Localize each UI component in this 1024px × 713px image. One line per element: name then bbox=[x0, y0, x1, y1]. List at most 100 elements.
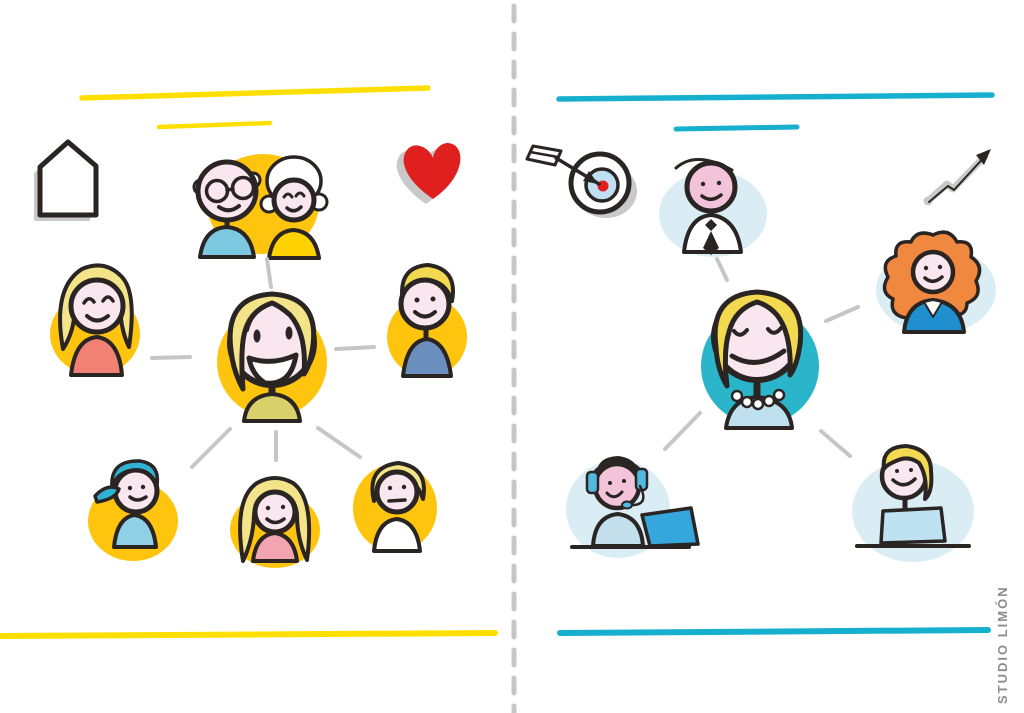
hair bbox=[712, 289, 804, 389]
eye bbox=[253, 329, 261, 343]
mouth bbox=[413, 310, 437, 319]
grandma-mouth bbox=[285, 205, 303, 213]
pearl bbox=[730, 389, 744, 403]
grandpa-glasses-icon bbox=[204, 175, 256, 204]
connector bbox=[265, 257, 273, 289]
headset-mic-arm bbox=[628, 484, 645, 507]
laptop-icon bbox=[640, 506, 700, 548]
pearl bbox=[762, 394, 776, 408]
grandparents-icon bbox=[192, 154, 329, 260]
mouth bbox=[387, 498, 407, 503]
grandma-face bbox=[271, 177, 317, 223]
body bbox=[251, 531, 299, 563]
boy-cap-avatar bbox=[88, 459, 178, 561]
right-bottom-rule bbox=[557, 627, 991, 636]
body bbox=[69, 335, 124, 377]
headset-mic bbox=[621, 500, 633, 510]
eye bbox=[285, 326, 293, 340]
mouth bbox=[605, 490, 624, 499]
face bbox=[398, 277, 452, 331]
right-title-underlines bbox=[556, 92, 995, 132]
laptop-worker-avatar bbox=[852, 444, 974, 562]
right-underline-long bbox=[556, 92, 995, 102]
cap bbox=[110, 459, 160, 489]
eye bbox=[909, 468, 913, 472]
eyes bbox=[732, 326, 783, 337]
pearl bbox=[740, 395, 754, 409]
watermark-text: STUDIO LIMÓN bbox=[995, 585, 1010, 704]
face bbox=[252, 489, 298, 535]
man-tie-avatar bbox=[659, 158, 767, 257]
arrow-head bbox=[583, 171, 598, 184]
mouth bbox=[729, 348, 787, 365]
right-panel bbox=[525, 92, 996, 636]
heart-icon bbox=[396, 143, 461, 204]
mouth bbox=[85, 314, 110, 323]
grandpa-body bbox=[198, 225, 256, 259]
headset-earmuff bbox=[585, 470, 600, 495]
connector bbox=[715, 257, 729, 282]
mother-avatar bbox=[217, 291, 327, 423]
hair bbox=[674, 158, 734, 172]
mouth bbox=[265, 517, 286, 525]
body bbox=[591, 512, 645, 548]
eye bbox=[622, 479, 626, 483]
eye bbox=[895, 469, 899, 473]
boy-blue-shirt-avatar bbox=[387, 263, 467, 378]
right-underline-short bbox=[673, 124, 800, 132]
body bbox=[242, 392, 302, 423]
grandma-body bbox=[267, 228, 321, 260]
eye bbox=[401, 484, 407, 490]
body bbox=[401, 337, 453, 378]
face bbox=[374, 469, 420, 515]
girl-avatar bbox=[230, 476, 320, 568]
connector bbox=[819, 429, 852, 458]
connector bbox=[316, 426, 362, 459]
left-connection-lines bbox=[150, 257, 376, 469]
face bbox=[68, 277, 126, 335]
eyes bbox=[82, 295, 115, 305]
tie-icon bbox=[703, 219, 719, 255]
body bbox=[112, 513, 158, 549]
grandma-eyes bbox=[282, 191, 306, 199]
blouse-collar bbox=[923, 299, 943, 318]
headset-band bbox=[592, 458, 643, 476]
growth-chart-icon bbox=[923, 149, 991, 206]
face bbox=[684, 160, 738, 214]
woman-curly-hair-avatar bbox=[876, 230, 996, 334]
connector bbox=[190, 427, 232, 469]
blonde-woman-avatar bbox=[50, 263, 140, 377]
connector bbox=[663, 411, 702, 451]
house-icon bbox=[34, 139, 99, 221]
support-agent-avatar bbox=[566, 456, 700, 558]
eye bbox=[700, 181, 706, 187]
pearl bbox=[772, 388, 786, 402]
heart-shape bbox=[403, 143, 461, 199]
mouth bbox=[891, 477, 917, 487]
target-arrow-icon bbox=[525, 144, 637, 218]
mouth bbox=[128, 495, 148, 502]
pearl-necklace bbox=[730, 388, 786, 411]
mouth bbox=[246, 352, 299, 386]
left-bottom-rule bbox=[0, 630, 498, 639]
house-shape bbox=[37, 139, 99, 218]
eye bbox=[923, 265, 929, 271]
eye bbox=[414, 297, 420, 303]
connector bbox=[150, 355, 192, 360]
eye bbox=[430, 296, 436, 302]
chart-start-dot bbox=[923, 196, 933, 206]
left-underline-long bbox=[79, 85, 431, 101]
mouth bbox=[923, 275, 944, 283]
left-underline-short bbox=[156, 120, 273, 130]
hair bbox=[881, 444, 934, 501]
eye bbox=[387, 485, 393, 491]
eye bbox=[937, 264, 943, 270]
pearl bbox=[751, 397, 765, 411]
boy-white-shirt-avatar bbox=[353, 461, 437, 553]
body bbox=[372, 517, 422, 553]
eye bbox=[716, 180, 722, 186]
left-title-underlines bbox=[79, 85, 431, 130]
connector bbox=[824, 305, 860, 323]
